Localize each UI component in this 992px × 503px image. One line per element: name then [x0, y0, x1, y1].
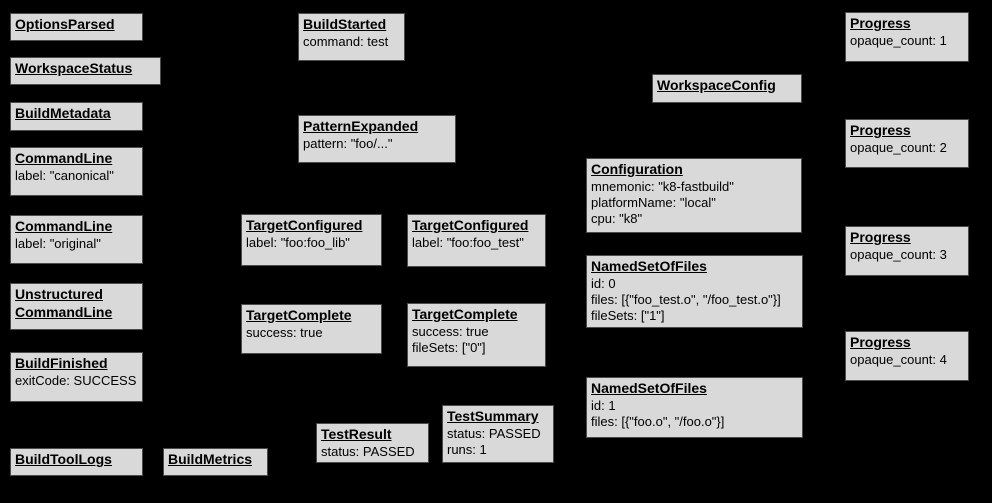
node-title: BuildToolLogs: [15, 451, 112, 467]
node-progress-2: Progress opaque_count: 2: [845, 119, 969, 168]
node-attributes: opaque_count: 1: [850, 32, 947, 48]
node-title: NamedSetOfFiles: [591, 258, 707, 274]
node-attributes: opaque_count: 2: [850, 139, 947, 155]
node-title: Progress: [850, 122, 911, 138]
node-pattern-expanded: PatternExpanded pattern: "foo/...": [298, 115, 456, 163]
node-attributes: label: "original": [15, 235, 101, 251]
node-title: Progress: [850, 229, 911, 245]
node-attributes: opaque_count: 3: [850, 246, 947, 262]
node-attributes: id: 0 files: [{"foo_test.o", "/foo_test.…: [591, 275, 781, 324]
node-named-set-of-files-1: NamedSetOfFiles id: 1 files: [{"foo.o", …: [586, 377, 803, 438]
node-attributes: exitCode: SUCCESS: [15, 372, 137, 388]
node-title: TestResult: [321, 426, 392, 442]
node-title: TargetComplete: [412, 306, 518, 322]
node-target-configured-foo-lib: TargetConfigured label: "foo:foo_lib": [241, 214, 382, 266]
node-progress-1: Progress opaque_count: 1: [845, 12, 969, 62]
node-title: TestSummary: [447, 408, 539, 424]
node-target-complete-foo-test: TargetComplete success: true fileSets: […: [407, 303, 546, 367]
node-title: Unstructured CommandLine: [15, 286, 113, 320]
node-named-set-of-files-0: NamedSetOfFiles id: 0 files: [{"foo_test…: [586, 255, 803, 328]
node-unstructured-command-line: Unstructured CommandLine: [10, 283, 143, 330]
node-test-summary: TestSummary status: PASSED runs: 1: [442, 405, 554, 463]
node-configuration: Configuration mnemonic: "k8-fastbuild" p…: [586, 158, 802, 233]
node-attributes: pattern: "foo/...": [303, 135, 393, 151]
node-title: NamedSetOfFiles: [591, 380, 707, 396]
node-workspace-config: WorkspaceConfig: [652, 74, 802, 103]
node-title: BuildStarted: [303, 16, 387, 32]
node-attributes: mnemonic: "k8-fastbuild" platformName: "…: [591, 178, 734, 227]
node-title: CommandLine: [15, 150, 113, 166]
node-title: Configuration: [591, 161, 683, 177]
node-attributes: command: test: [303, 33, 389, 49]
node-title: OptionsParsed: [15, 16, 115, 32]
node-build-finished: BuildFinished exitCode: SUCCESS: [10, 352, 143, 402]
node-build-metrics: BuildMetrics: [163, 448, 268, 476]
node-attributes: label: "foo:foo_lib": [246, 234, 350, 250]
node-command-line-original: CommandLine label: "original": [10, 215, 143, 264]
node-attributes: opaque_count: 4: [850, 351, 947, 367]
node-options-parsed: OptionsParsed: [10, 13, 143, 41]
node-command-line-canonical: CommandLine label: "canonical": [10, 147, 143, 196]
node-target-complete-foo-lib: TargetComplete success: true: [241, 304, 382, 354]
node-build-started: BuildStarted command: test: [298, 13, 405, 61]
node-build-tool-logs: BuildToolLogs: [10, 448, 143, 476]
node-title: WorkspaceConfig: [657, 77, 776, 93]
node-attributes: label: "foo:foo_test": [412, 234, 524, 250]
node-title: TargetConfigured: [412, 217, 529, 233]
node-title: CommandLine: [15, 218, 113, 234]
node-progress-3: Progress opaque_count: 3: [845, 226, 969, 276]
node-title: Progress: [850, 334, 911, 350]
node-title: BuildFinished: [15, 355, 108, 371]
node-workspace-status: WorkspaceStatus: [10, 57, 161, 85]
node-target-configured-foo-test: TargetConfigured label: "foo:foo_test": [407, 214, 546, 267]
node-title: PatternExpanded: [303, 118, 419, 134]
node-attributes: status: PASSED runs: 1: [447, 425, 541, 457]
node-title: Progress: [850, 15, 911, 31]
node-title: WorkspaceStatus: [15, 60, 133, 76]
node-title: TargetConfigured: [246, 217, 363, 233]
node-attributes: id: 1 files: [{"foo.o", "/foo.o"}]: [591, 397, 725, 429]
node-progress-4: Progress opaque_count: 4: [845, 331, 969, 381]
node-attributes: success: true fileSets: ["0"]: [412, 323, 489, 355]
node-title: BuildMetrics: [168, 451, 253, 467]
node-attributes: success: true: [246, 324, 323, 340]
node-test-result: TestResult status: PASSED: [316, 423, 429, 463]
node-title: BuildMetadata: [15, 105, 111, 121]
node-attributes: status: PASSED: [321, 443, 415, 459]
node-title: TargetComplete: [246, 307, 352, 323]
node-attributes: label: "canonical": [15, 167, 114, 183]
node-build-metadata: BuildMetadata: [10, 102, 143, 131]
